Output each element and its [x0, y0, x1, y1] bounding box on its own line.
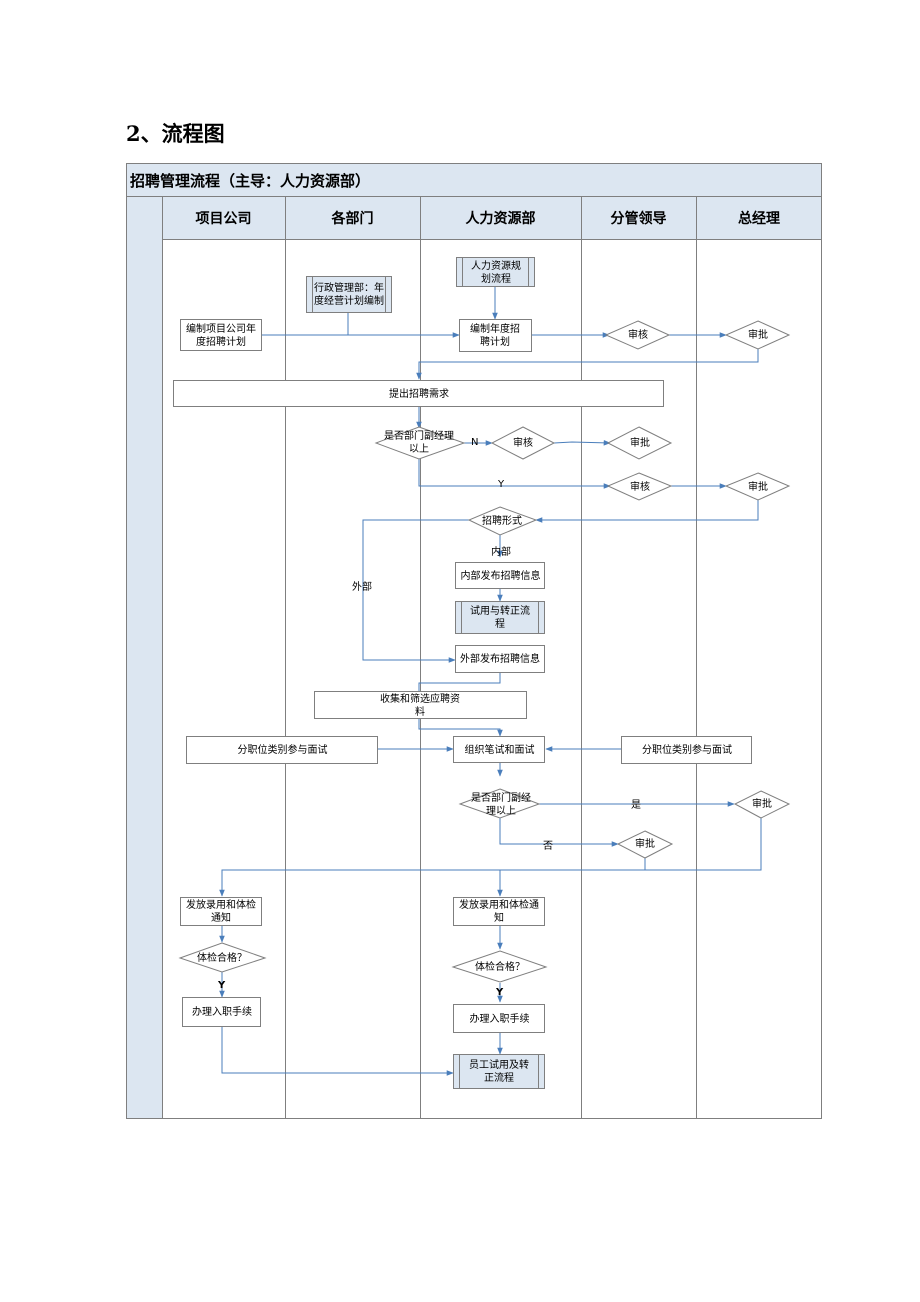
- onboard-hr-box: [453, 1004, 545, 1033]
- hr-plan-box: [459, 319, 532, 352]
- approve4-diamond: [733, 790, 791, 819]
- internal-post-box: [455, 562, 545, 589]
- lane-header-band: [162, 196, 822, 240]
- approve2-label: 审批: [630, 437, 650, 449]
- onboard-left-box: [182, 997, 261, 1027]
- deputy1-diamond: [374, 426, 466, 460]
- probation1-box: [455, 601, 545, 634]
- raise-need-label: 提出招聘需求: [389, 388, 449, 400]
- approve1-diamond: [724, 320, 791, 350]
- review3-label: 审核: [630, 481, 650, 493]
- organize-box: [453, 736, 545, 763]
- lane-header-project: 项目公司: [195, 210, 252, 227]
- lane-header-gm: 总经理: [738, 210, 780, 227]
- edge-label-internal: 内部: [491, 547, 511, 558]
- approve5-label: 审批: [635, 838, 655, 850]
- title-band: [126, 163, 822, 197]
- onboard-hr-label: 办理入职手续: [469, 1013, 530, 1025]
- collect-box: [314, 691, 527, 719]
- project-plan-box: [180, 319, 262, 351]
- offer-hr-box: [453, 897, 545, 926]
- hr-plan-label: 编制年度招聘计划: [470, 324, 520, 348]
- review3-diamond: [606, 472, 673, 501]
- review1-diamond: [604, 320, 671, 350]
- section-title: 2、流程图: [126, 121, 225, 146]
- admin-plan-label: 行政管理部：年度经营计划编制: [314, 283, 384, 307]
- probation1-label: 试用与转正流程: [470, 606, 530, 630]
- lane-dividers: [285, 196, 697, 1119]
- frame-title: 招聘管理流程（主导：人力资源部）: [130, 171, 371, 190]
- internal-post-label: 内部发布招聘信息: [460, 570, 541, 582]
- interview-right-label: 分职位类别参与面试: [642, 745, 732, 756]
- offer-left-box: [180, 897, 262, 926]
- probation2-box: [453, 1054, 545, 1089]
- approve1-label: 审批: [748, 329, 768, 341]
- review2-label: 审核: [513, 437, 533, 449]
- lane-header-departments: 各部门: [331, 210, 374, 227]
- approve5-diamond: [616, 830, 674, 859]
- admin-plan-box: [306, 276, 392, 313]
- hr-planning-box: [456, 257, 535, 287]
- edge-label-yes: 是: [631, 800, 641, 811]
- edge-label-n: N: [471, 437, 479, 448]
- edge-label-y3: Y: [496, 987, 504, 998]
- external-post-label: 外部发布招聘信息: [460, 654, 540, 665]
- lane-header-hr: 人力资源部: [465, 210, 536, 227]
- decision-diamonds: [178, 320, 791, 983]
- review1-label: 审核: [628, 329, 648, 341]
- process-boxes: [173, 257, 752, 1089]
- deputy2-label: 是否部门副经理以上: [471, 793, 531, 817]
- check-left-diamond: [178, 942, 267, 973]
- offer-hr-label: 发放录用和体检通知: [459, 900, 539, 924]
- left-band: [126, 196, 163, 1119]
- probation2-label: 员工试用及转正流程: [469, 1060, 529, 1084]
- external-post-box: [455, 645, 545, 673]
- form-diamond: [467, 506, 538, 536]
- lane-header-vp: 分管领导: [610, 210, 667, 227]
- onboard-left-label: 办理入职手续: [192, 1007, 252, 1018]
- check-hr-diamond: [451, 950, 548, 983]
- deputy1-label: 是否部门副经理以上: [384, 431, 454, 455]
- deputy2-diamond: [458, 788, 541, 819]
- approve2-diamond: [606, 426, 673, 460]
- flowchart-canvas: [126, 163, 822, 1119]
- raise-need-box: [173, 380, 664, 407]
- edge-label-external: 外部: [352, 582, 372, 593]
- form-label: 招聘形式: [482, 515, 522, 527]
- recruitment-flowchart: 招聘管理流程（主导：人力资源部） 项目公司 各部门 人力资源部 分管领导 总经理…: [126, 163, 822, 1119]
- edge-label-y2: Y: [218, 980, 226, 991]
- check-hr-label: 体检合格？: [475, 961, 525, 973]
- organize-label: 组织笔试和面试: [464, 744, 535, 756]
- interview-left-box: [186, 736, 378, 764]
- frame-border: [126, 163, 822, 1119]
- check-left-label: 体检合格？: [197, 952, 247, 964]
- edge-label-no: 否: [543, 841, 553, 852]
- approve3-diamond: [724, 472, 791, 501]
- approve4-label: 审批: [752, 798, 772, 810]
- interview-right-box: [621, 736, 752, 764]
- interview-left-label: 分职位类别参与面试: [237, 745, 328, 756]
- review2-diamond: [490, 426, 556, 460]
- collect-label: 收集和筛选应聘资料: [380, 693, 460, 718]
- project-plan-label: 编制项目公司年度招聘计划: [186, 323, 256, 348]
- offer-left-label: 发放录用和体检通知: [186, 900, 256, 924]
- hr-planning-label: 人力资源规划流程: [471, 260, 521, 285]
- approve3-label: 审批: [748, 481, 768, 493]
- edge-label-y1: Y: [498, 479, 505, 490]
